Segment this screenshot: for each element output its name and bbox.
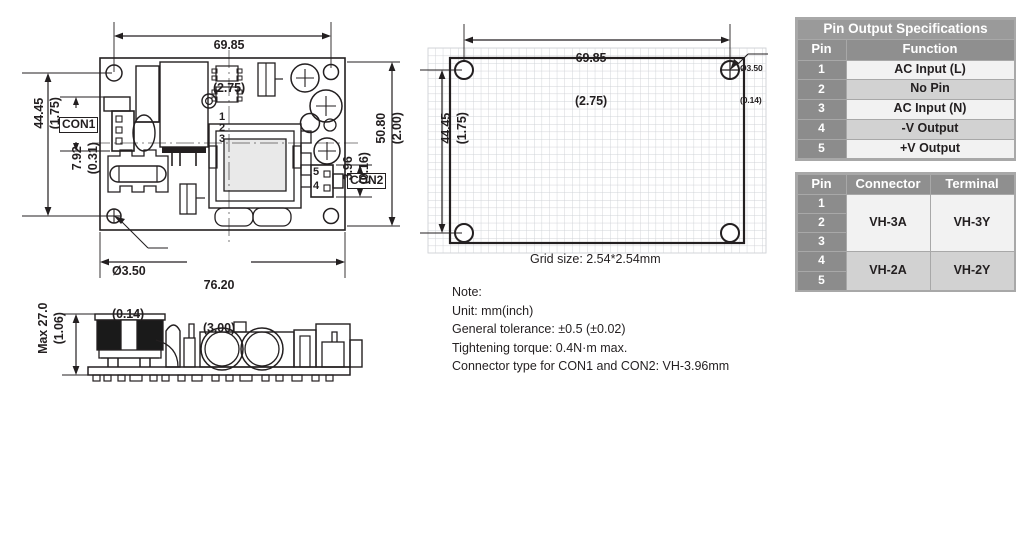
pin-output-function-3: AC Input (N) [846,100,1014,119]
con1-offset-inch-wrap: (0.31) [72,130,115,200]
table-row: 1 VH-3A VH-3Y [797,194,1014,252]
connector-pin-1: 1 [797,194,846,213]
top-view-hole-dia-mm: Ø3.50 [112,263,146,278]
note-line-4: Connector type for CON1 and CON2: VH-3.9… [452,359,730,374]
table-row: 3 AC Input (N) [797,100,1014,119]
table-row: 5 +V Output [797,139,1014,159]
top-view-width-dimension: 69.85 (2.75) [199,9,259,124]
table-row: 2 No Pin [797,80,1014,100]
side-view-height-inch: (1.06) [52,312,67,345]
pin-output-col-function: Function [846,40,1014,60]
right-height-inch: (2.00) [390,112,405,145]
con2-offset-inch-wrap: (0.16) [343,140,386,210]
connector-terminal-table: Pin Connector Terminal 1 VH-3A VH-3Y 2 [795,172,1016,293]
pcb-side-view-drawing [62,313,363,382]
con2-pin-4: 4 [313,180,320,192]
pin-output-col-pin: Pin [797,40,846,60]
connector-pin-3: 3 [797,233,846,252]
top-view-width-mm: 69.85 [213,37,245,52]
con1-pin-3: 3 [219,133,226,145]
notes-heading: Note: [452,285,482,299]
grid-view-height-inch-wrap: (1.75) [441,80,484,190]
pin-output-header-row: Pin Function [797,40,1014,60]
grid-view-height-inch: (1.75) [455,112,470,145]
table-row: 4 -V Output [797,119,1014,139]
top-view-bottom-width-dimension: 76.20 (3.00) [187,249,251,364]
con1-pin-1: 1 [219,111,226,123]
pin-output-pin-5: 5 [797,139,846,159]
connector-col-pin: Pin [797,174,846,194]
grid-view-hole-dia-inch: (0.14) [740,95,762,106]
pin-output-function-4: -V Output [846,119,1014,139]
connector-col-connector: Connector [846,174,930,194]
connector-group-1-connector: VH-3A [846,194,930,252]
connector-pin-2: 2 [797,213,846,233]
connector-header-row: Pin Connector Terminal [797,174,1014,194]
pin-output-function-2: No Pin [846,80,1014,100]
con2-pin-5: 5 [313,166,320,178]
pin-output-title-row: Pin Output Specifications [797,19,1014,40]
side-view-height-inch-wrap: (1.06) [38,295,81,375]
connector-group-2-connector: VH-2A [846,252,930,290]
pcb-grid-footprint-view [420,24,768,254]
connector-group-2-terminal: VH-2Y [930,252,1014,290]
con1-label: CON1 [59,117,99,133]
grid-view-width-mm: 69.85 [575,50,607,65]
table-row: 3 [797,233,1014,252]
table-row: 4 VH-2A VH-2Y [797,252,1014,290]
grid-view-hole-dia-mm: Ø3.50 [740,63,763,74]
pin-output-function-1: AC Input (L) [846,60,1014,80]
pin-output-title: Pin Output Specifications [797,19,1014,40]
con1-offset-inch: (0.31) [86,142,101,175]
table-row: 1 AC Input (L) [797,60,1014,80]
table-row: 2 [797,213,1014,233]
pin-output-pin-3: 3 [797,100,846,119]
connector-col-terminal: Terminal [930,174,1014,194]
con1-pin-2: 2 [219,122,226,134]
grid-view-width-inch: (2.75) [574,93,608,108]
bottom-width-mm: 76.20 [203,277,235,292]
con2-offset-inch: (0.16) [357,152,372,185]
con2-label: CON2 [347,173,387,189]
pin-output-specifications-table: Pin Output Specifications Pin Function 1… [795,17,1016,161]
notes-block: Note: Unit: mm(inch) General tolerance: … [452,283,729,376]
grid-size-caption: Grid size: 2.54*2.54mm [530,252,661,266]
note-line-3: Tightening torque: 0.4N·m max. [452,340,628,355]
pin-output-pin-4: 4 [797,119,846,139]
pin-output-function-5: +V Output [846,139,1014,159]
pin-output-pin-2: 2 [797,80,846,100]
connector-group-1-terminal: VH-3Y [930,194,1014,252]
pin-output-pin-1: 1 [797,60,846,80]
table-row: 5 [797,271,1014,290]
note-line-2: General tolerance: ±0.5 (±0.02) [452,322,626,337]
connector-pin-4: 4 [797,252,846,271]
grid-view-width-dimension: 69.85 (2.75) [561,22,621,137]
top-view-width-inch: (2.75) [212,80,246,95]
grid-view-hole-diameter: Ø3.50 (0.14) [740,42,763,127]
connector-pin-5: 5 [797,271,846,290]
pcb-top-view-drawing [22,22,400,278]
note-line-1: Unit: mm(inch) [452,303,534,318]
